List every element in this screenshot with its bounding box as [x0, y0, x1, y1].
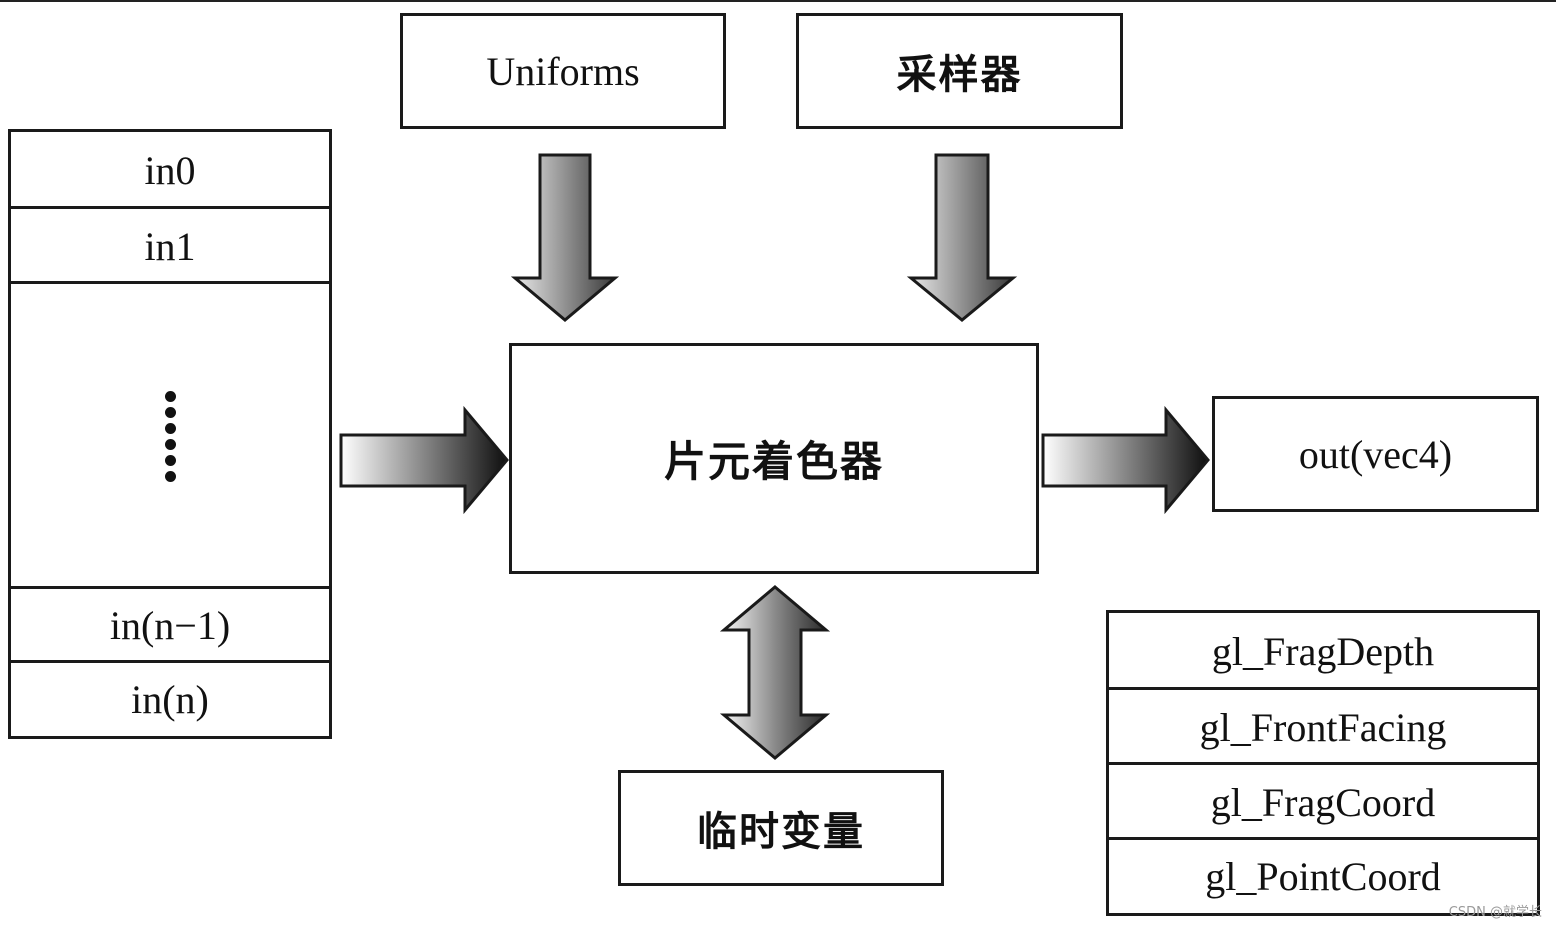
input-in-n-minus-1: in(n−1) [11, 586, 329, 662]
input-variables-stack: in0 in1 in(n−1) in(n) [8, 129, 332, 739]
builtin-gl-pointcoord: gl_PointCoord [1109, 837, 1537, 913]
double-arrow-temp-variables [719, 585, 831, 760]
sampler-label: 采样器 [896, 51, 1023, 98]
uniforms-label: Uniforms [486, 48, 640, 94]
output-label: out(vec4) [1298, 431, 1453, 477]
temp-variables-box: 临时变量 [618, 770, 944, 886]
input-in1-label: in1 [144, 223, 196, 269]
builtin-gl-fragdepth-label: gl_FragDepth [1211, 628, 1435, 674]
builtin-gl-frontfacing: gl_FrontFacing [1109, 687, 1537, 764]
fragment-shader-box: 片元着色器 [509, 343, 1039, 574]
uniforms-box: Uniforms [400, 13, 726, 129]
vertical-ellipsis-icon [164, 390, 176, 482]
right-arrow-inputs [339, 405, 509, 515]
watermark: CSDN @就学长 [1448, 905, 1542, 920]
input-in-n-minus-1-label: in(n−1) [109, 603, 231, 648]
down-arrow-uniforms [510, 153, 620, 322]
sampler-box: 采样器 [796, 13, 1123, 129]
builtin-gl-fragcoord-label: gl_FragCoord [1210, 779, 1436, 825]
down-arrow-sampler [906, 153, 1018, 322]
input-in0: in0 [11, 132, 329, 208]
builtin-gl-pointcoord-label: gl_PointCoord [1205, 854, 1441, 899]
input-in1: in1 [11, 206, 329, 283]
output-box: out(vec4) [1212, 396, 1539, 512]
input-in-n: in(n) [11, 660, 329, 736]
builtin-gl-fragcoord: gl_FragCoord [1109, 762, 1537, 839]
input-in0-label: in0 [144, 147, 196, 193]
input-ellipsis [11, 281, 329, 588]
builtin-variables-stack: gl_FragDepth gl_FrontFacing gl_FragCoord… [1106, 610, 1540, 916]
fragment-shader-label: 片元着色器 [663, 437, 884, 486]
top-border-line [0, 0, 1556, 2]
builtin-gl-frontfacing-label: gl_FrontFacing [1199, 704, 1447, 750]
temp-variables-label: 临时变量 [697, 808, 865, 855]
right-arrow-output [1041, 405, 1210, 515]
input-in-n-label: in(n) [131, 677, 209, 722]
builtin-gl-fragdepth: gl_FragDepth [1109, 613, 1537, 689]
